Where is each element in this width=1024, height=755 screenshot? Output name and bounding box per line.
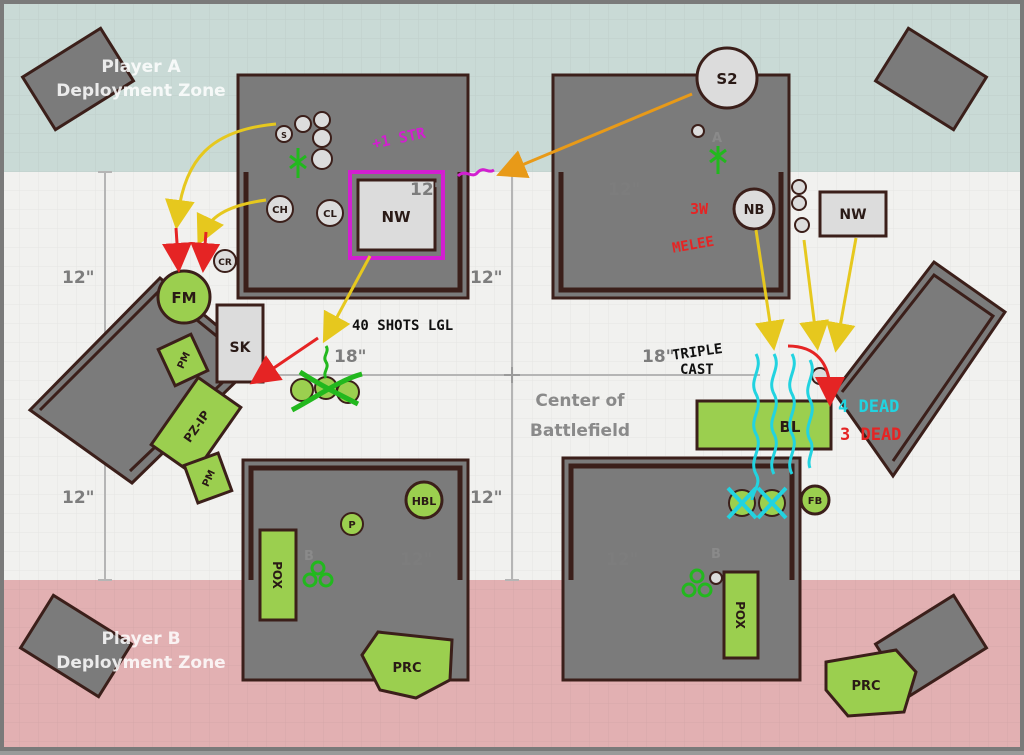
measure-horiz-left: 18" [334, 347, 367, 367]
green-mini-tl [289, 148, 307, 178]
unit-pm-2[interactable] [182, 451, 234, 505]
measure-ruin-tr: 12" [608, 180, 641, 200]
unit-prc-2-label: PRC [851, 679, 880, 694]
clover-token-1 [302, 560, 334, 588]
annotation-triple: TRIPLE [671, 341, 723, 364]
ruin-bottom-right [561, 456, 802, 682]
unit-p-label: P [348, 520, 355, 531]
center-label: Center of Battlefield [520, 386, 640, 446]
unit-fm-label: FM [171, 289, 196, 307]
movement-arrows [162, 92, 858, 407]
unit-s2[interactable] [695, 46, 759, 110]
zone-a-label: Player A Deployment Zone [48, 55, 234, 103]
unit-nw-tl[interactable] [356, 178, 437, 252]
unit-s2-label: S2 [716, 70, 737, 88]
unit-cr-label: CR [218, 258, 232, 268]
objective-marker-a: A [712, 131, 722, 146]
unit-hbl-label: HBL [412, 495, 437, 508]
center-line1: Center of [535, 391, 625, 411]
unit-nw-tr-label: NW [839, 207, 866, 223]
unit-pox-1-label: POX [270, 561, 284, 590]
unit-nb-label: NB [744, 203, 765, 218]
annotation-3w: 3W [690, 200, 709, 218]
small-tokens-tl[interactable] [275, 111, 333, 170]
unit-pox-2[interactable] [722, 570, 760, 660]
nw-highlight [348, 170, 445, 260]
measure-ruin-br: 12" [606, 550, 639, 570]
zone-a-line1: Player A [101, 57, 181, 77]
center-line2: Battlefield [529, 421, 631, 441]
measure-mid-bottom: 12" [470, 488, 503, 508]
unit-pm-1[interactable] [156, 332, 210, 388]
annotation-3-dead: 3 DEAD [840, 425, 901, 445]
zone-a-line2: Deployment Zone [56, 81, 226, 101]
unit-cl-label: CL [323, 209, 337, 220]
unit-ch-label: CH [272, 205, 288, 216]
measure-ruin-bl: 12" [400, 550, 433, 570]
annotation-melee: MELEE [671, 234, 715, 257]
unit-nw-tr[interactable] [818, 190, 888, 238]
unit-nb[interactable] [732, 187, 776, 231]
objective-marker-b1: B [304, 549, 314, 564]
measure-horiz-right: 18" [642, 347, 675, 367]
measure-ruin-tl: 12" [410, 180, 443, 200]
center-marker [504, 367, 520, 383]
unit-pz-ip[interactable] [149, 375, 243, 477]
unit-cl[interactable] [316, 199, 344, 227]
small-tokens-tr[interactable] [791, 179, 810, 233]
zone-b-line1: Player B [101, 629, 181, 649]
building-right [832, 259, 1008, 479]
unit-fb[interactable] [799, 484, 831, 516]
unit-pox-2-label: POX [733, 601, 747, 630]
corner-terrain [18, 26, 989, 699]
unit-nw-tl-label: NW [381, 208, 411, 226]
unit-pox-1[interactable] [258, 528, 298, 622]
unit-p[interactable] [340, 512, 364, 536]
green-mini-tr [709, 146, 727, 174]
objective-marker-b2: B [711, 547, 721, 562]
destroyed-unit-left [290, 345, 363, 413]
destroyed-tokens-right [726, 486, 788, 520]
unit-prc-2[interactable] [824, 648, 918, 718]
unit-prc-1-label: PRC [392, 661, 421, 676]
clover-token-2 [681, 568, 713, 598]
unit-prc-1[interactable] [360, 630, 454, 700]
unit-bl[interactable] [695, 399, 833, 451]
spell-lines [750, 353, 814, 501]
measure-left-top: 12" [62, 268, 95, 288]
ruin-top-right [551, 73, 791, 300]
measure-left-bottom: 12" [62, 488, 95, 508]
measure-mid-top: 12" [470, 268, 503, 288]
annotation-4-dead: 4 DEAD [838, 397, 899, 417]
unit-sk-label: SK [230, 340, 252, 356]
annotation-shots: 40 SHOTS LGL [352, 318, 453, 334]
token-s-label: S [281, 131, 287, 140]
unit-fb-label: FB [808, 496, 822, 507]
unit-hbl[interactable] [404, 480, 444, 520]
annotation-cast: CAST [680, 362, 714, 378]
unit-ch[interactable] [266, 195, 294, 223]
zone-b-line2: Deployment Zone [56, 653, 226, 673]
zone-b-label: Player B Deployment Zone [48, 627, 234, 675]
